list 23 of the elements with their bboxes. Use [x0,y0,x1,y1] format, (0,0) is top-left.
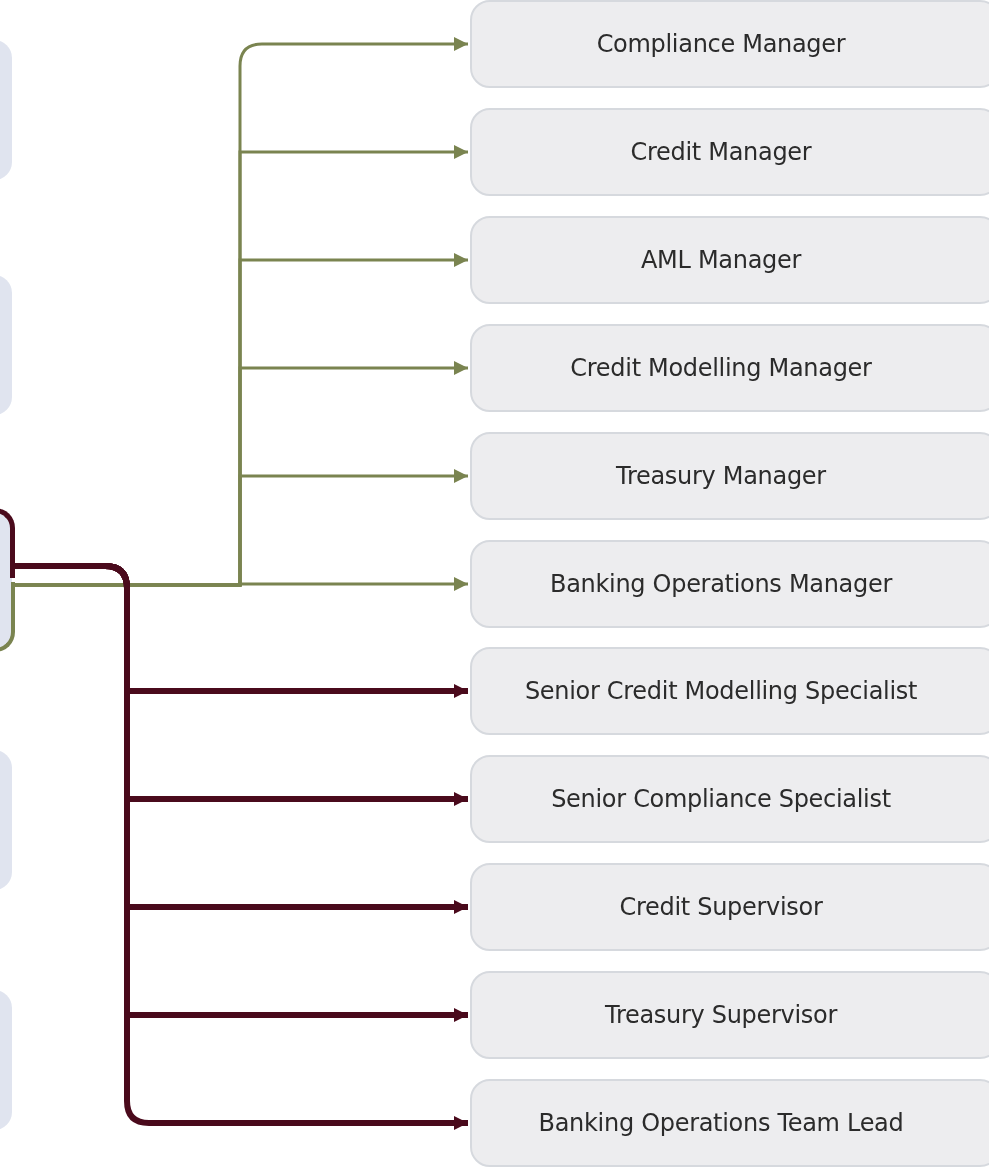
role-label: Senior Compliance Specialist [551,785,891,813]
role-label: Banking Operations Team Lead [538,1109,904,1137]
role-label: AML Manager [641,246,801,274]
role-label: Credit Modelling Manager [570,354,872,382]
role-box [470,755,989,843]
role-label: Senior Credit Modelling Specialist [524,677,918,705]
arrow [12,577,468,591]
role-box [470,540,989,628]
role-label: Credit Supervisor [619,893,823,921]
role-box [470,863,989,951]
role-box [470,108,989,196]
role-label: Banking Operations Manager [550,570,892,598]
role-box [470,216,989,304]
role-label: Credit Manager [630,138,812,166]
role-box [470,1079,989,1167]
role-box [470,324,989,412]
role-box [470,971,989,1059]
role-label: Treasury Manager [616,462,826,490]
role-label: Compliance Manager [596,30,846,58]
role-box [470,432,989,520]
role-box [470,647,989,735]
role-label: Treasury Supervisor [605,1001,837,1029]
role-box [470,0,989,88]
